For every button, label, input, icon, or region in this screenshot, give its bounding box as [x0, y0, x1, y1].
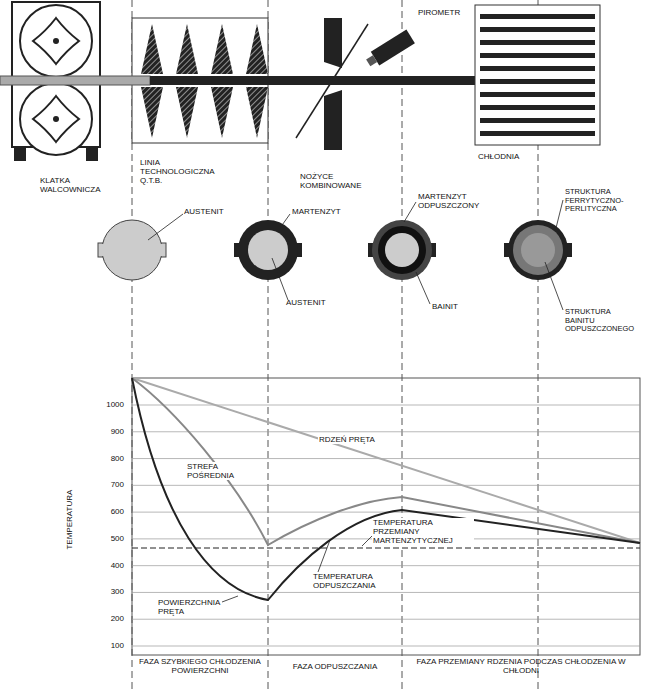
pyrometer: [364, 30, 415, 70]
grid-line: [132, 431, 640, 432]
phase-label: FAZA PRZEMIANY RDZENIA PODCZAS CHŁODZENI…: [405, 657, 637, 675]
axis-tick: 200: [92, 614, 124, 623]
grid-line: [132, 646, 640, 647]
water-spray: [246, 24, 268, 138]
axis-title: TEMPERATURA: [65, 490, 74, 550]
water-spray: [141, 24, 163, 138]
cooling-bed-bar: [480, 118, 595, 123]
structure-label: AUSTENIT: [184, 207, 224, 216]
grid-line: [132, 485, 640, 486]
structure-label: MARTENZYT: [292, 207, 341, 216]
axis-tick: 300: [92, 587, 124, 596]
grid-line: [132, 458, 640, 459]
cooling-bed-bars: [480, 14, 595, 136]
part-name: KLATKA WALCOWNICZA: [40, 176, 102, 194]
cooling-bed-bar: [480, 105, 595, 110]
cooling-bed-bar: [480, 27, 595, 32]
leader-line: [148, 200, 563, 310]
phase-label: FAZA SZYBKIEGO CHŁODZENIA POWIERZCHNI: [135, 657, 265, 675]
axis-tick: 700: [92, 480, 124, 489]
cooling-bed: [475, 5, 600, 145]
cooling-bed-bar: [480, 66, 595, 71]
structure-label: STRUKTURA FERRYTYCZNO-PERLITYCZNA: [565, 188, 641, 214]
axis-tick: 900: [92, 427, 124, 436]
cooling-bed-bar: [480, 14, 595, 19]
grid-line: [132, 592, 640, 593]
curve-label: STREFA POŚREDNIA: [186, 462, 240, 480]
curve-label: POWIERZCHNIA PRĘTA: [158, 598, 224, 616]
bar: [150, 76, 476, 85]
intermediate-curve: [132, 378, 640, 545]
curve-label: TEMPERATURA PRZEMIANY MARTENZYTYCZNEJ: [372, 518, 474, 546]
part-name: PIROMETR: [418, 8, 460, 17]
structure-label: MARTENZYT ODPUSZCZONY: [418, 192, 490, 210]
cooling-bed-bar: [480, 40, 595, 45]
cross-section: [368, 220, 436, 280]
axis-tick: 500: [92, 534, 124, 543]
cross-section: [234, 220, 302, 280]
cross-section: [504, 220, 572, 280]
cooling-bed-bar: [480, 92, 595, 97]
axis-tick: 100: [92, 641, 124, 650]
martensite-line: [132, 548, 640, 549]
part-name: NOŻYCE KOMBINOWANE: [300, 172, 380, 190]
surface-curve: [132, 378, 640, 600]
water-spray: [141, 24, 268, 138]
structure-label: AUSTENIT: [286, 298, 326, 307]
grid-line: [132, 619, 640, 620]
structure-label: STRUKTURA BAINITU ODPUSZCZONEGO: [565, 308, 641, 334]
cooling-bed-bar: [480, 79, 595, 84]
water-spray: [211, 24, 233, 138]
axis-tick: 1000: [92, 400, 124, 409]
bar: [0, 76, 150, 85]
phase-label: FAZA ODPUSZCZANIA: [270, 662, 400, 671]
curve-label: TEMPERATURA ODPUSZCZANIA: [312, 572, 394, 590]
axis-tick: 400: [92, 561, 124, 570]
grid-line: [132, 405, 640, 406]
cooling-bed-bar: [480, 53, 595, 58]
axis-tick: 600: [92, 507, 124, 516]
axis-tick: 800: [92, 454, 124, 463]
shears: [296, 18, 368, 150]
cross-section: [98, 220, 166, 280]
curve-label: RDZEŃ PRĘTA: [318, 435, 376, 444]
cooling-bed-bar: [480, 131, 595, 136]
part-name: CHŁODNIA: [478, 152, 519, 161]
structure-label: BAINIT: [432, 302, 458, 311]
leader-line: [222, 536, 372, 602]
part-name: LINIA TECHNOLOGICZNA Q.T.B.: [140, 158, 232, 186]
chart-grid: [132, 378, 640, 655]
water-spray: [176, 24, 198, 138]
